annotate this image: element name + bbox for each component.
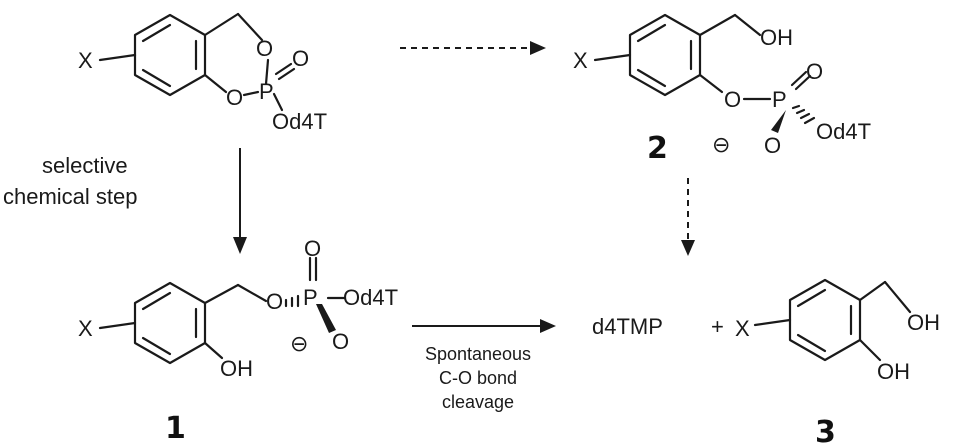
down-arrow-caption-line-2: chemical step bbox=[3, 184, 138, 209]
hashed-bond bbox=[284, 294, 300, 308]
compound-1-structure: X O P O Od4T O ⊖ OH 1 bbox=[78, 236, 398, 445]
wedge-bond bbox=[316, 304, 336, 333]
anionic-oxygen-label: O bbox=[764, 133, 781, 158]
od4t-label: Od4T bbox=[816, 119, 871, 144]
plus-sign: + bbox=[711, 314, 724, 339]
compound-2-number: 2 bbox=[647, 131, 668, 166]
dashed-arrow-right bbox=[400, 41, 546, 55]
benzene-ring bbox=[628, 13, 702, 97]
phosphorus-label: P bbox=[772, 87, 787, 112]
right-arrow-caption-line-1: Spontaneous bbox=[425, 344, 531, 364]
x-substituent-label: X bbox=[573, 48, 588, 73]
down-arrow-caption-line-1: selective bbox=[42, 153, 128, 178]
phosphoryl-oxygen-label: O bbox=[304, 236, 321, 261]
right-arrow-caption-line-2: C-O bond bbox=[439, 368, 517, 388]
anionic-oxygen-label: O bbox=[332, 329, 349, 354]
solid-arrow-right bbox=[412, 319, 556, 333]
x-substituent-label: X bbox=[78, 316, 93, 341]
aryl-oxygen-label: O bbox=[724, 87, 741, 112]
od4t-label: Od4T bbox=[272, 109, 327, 134]
ether-oxygen-label: O bbox=[266, 289, 283, 314]
phosphoryl-oxygen-label: O bbox=[292, 46, 309, 71]
negative-charge-icon: ⊖ bbox=[290, 331, 308, 356]
compound-2-structure: X OH O P O Od4T O ⊖ 2 bbox=[573, 13, 871, 166]
hashed-bond bbox=[791, 104, 816, 125]
right-arrow-caption-line-3: cleavage bbox=[442, 392, 514, 412]
phenol-hydroxyl-label: OH bbox=[220, 356, 253, 381]
hydroxyl-label: OH bbox=[760, 25, 793, 50]
phenol-hydroxyl-label: OH bbox=[877, 359, 910, 384]
compound-3-number: 3 bbox=[815, 415, 836, 445]
cyclic-phosphate-triester: X O O P O Od4T bbox=[78, 12, 327, 134]
od4t-label: Od4T bbox=[343, 285, 398, 310]
benzene-ring bbox=[788, 278, 862, 362]
ring-bonds bbox=[98, 12, 296, 112]
wedge-bond bbox=[771, 110, 786, 133]
phosphoryl-oxygen-label: O bbox=[806, 59, 823, 84]
dashed-arrow-down bbox=[681, 178, 695, 256]
ring-oxygen-label: O bbox=[256, 36, 273, 61]
x-substituent-label: X bbox=[78, 48, 93, 73]
compound-1-number: 1 bbox=[165, 411, 186, 445]
benzylic-hydroxyl-label: OH bbox=[907, 310, 940, 335]
aryl-oxygen-label: O bbox=[226, 85, 243, 110]
negative-charge-icon: ⊖ bbox=[712, 132, 730, 157]
benzene-ring bbox=[133, 13, 207, 97]
benzene-ring bbox=[133, 281, 207, 365]
solid-arrow-down bbox=[233, 148, 247, 254]
x-substituent-label: X bbox=[735, 316, 750, 341]
phosphorus-label: P bbox=[303, 285, 318, 310]
d4tmp-label: d4TMP bbox=[592, 314, 663, 339]
products: d4TMP + bbox=[592, 314, 724, 339]
compound-3-structure: X OH OH 3 bbox=[735, 278, 940, 445]
phosphorus-label: P bbox=[259, 79, 274, 104]
